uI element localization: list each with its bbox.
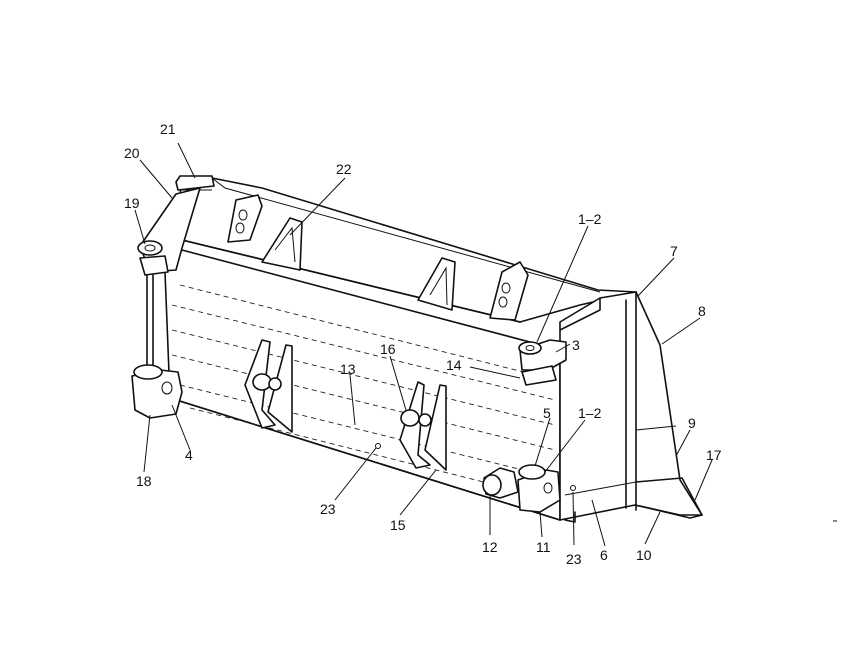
part-label: 16	[380, 341, 396, 357]
part-label: 23	[320, 501, 336, 517]
part-label: 4	[185, 447, 193, 463]
right-hardware	[482, 339, 567, 513]
part-label: 1–2	[578, 211, 602, 227]
part-label: 14	[446, 357, 462, 373]
part-label: 7	[670, 243, 678, 259]
blade-face	[164, 249, 561, 521]
part-label: 20	[124, 145, 140, 161]
part-label: 13	[340, 361, 356, 377]
part-label: 8	[698, 303, 706, 319]
center-mount-ears	[244, 339, 447, 471]
part-label: 1–2	[578, 405, 602, 421]
part-label: 11	[536, 539, 551, 555]
hole-marker	[570, 485, 576, 491]
part-label: 5	[543, 405, 551, 421]
part-label: 9	[688, 415, 696, 431]
part-label: 12	[482, 539, 498, 555]
part-label: 19	[124, 195, 140, 211]
top-gussets	[227, 194, 529, 321]
part-label: 10	[636, 547, 652, 563]
part-labels: 21 20 19 22 1–2 7 8 3 16 14 13 5 1–2 9 1…	[124, 121, 722, 567]
part-label: 6	[600, 547, 608, 563]
left-mount-bracket	[131, 187, 201, 419]
right-end-plate	[559, 291, 703, 523]
part-label: 22	[336, 161, 352, 177]
part-label: 18	[136, 473, 152, 489]
part-label: 3	[572, 337, 580, 353]
leader-lines	[134, 142, 713, 547]
hole-marker	[375, 443, 381, 449]
part-label: 17	[706, 447, 722, 463]
part-label: 23	[566, 551, 582, 567]
part-label: 15	[390, 517, 406, 533]
part-label: 21	[160, 121, 176, 137]
